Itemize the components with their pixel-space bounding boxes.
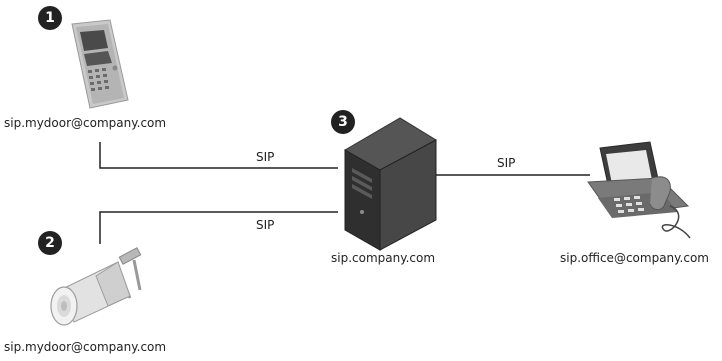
connection-label-door-to-server: SIP [256, 150, 275, 164]
badge-horn-speaker: 2 [38, 231, 62, 255]
horn-speaker-address: sip.mydoor@company.com [4, 340, 167, 354]
horn-speaker-icon [50, 247, 142, 326]
sip-server-address: sip.company.com [331, 251, 436, 265]
server-tower-icon [343, 117, 438, 251]
door-station-icon [71, 19, 129, 109]
connection-line-door-to-server [99, 142, 338, 169]
desk-phone-address: sip.office@company.com [560, 251, 709, 265]
desk-phone-icon [587, 141, 691, 239]
door-station-address: sip.mydoor@company.com [4, 116, 167, 130]
connection-line-speaker-to-server [99, 211, 338, 244]
badge-door-station: 1 [38, 6, 62, 30]
badge-sip-server: 3 [331, 110, 355, 134]
connection-label-speaker-to-server: SIP [256, 218, 275, 232]
connection-label-server-to-phone: SIP [497, 156, 516, 170]
